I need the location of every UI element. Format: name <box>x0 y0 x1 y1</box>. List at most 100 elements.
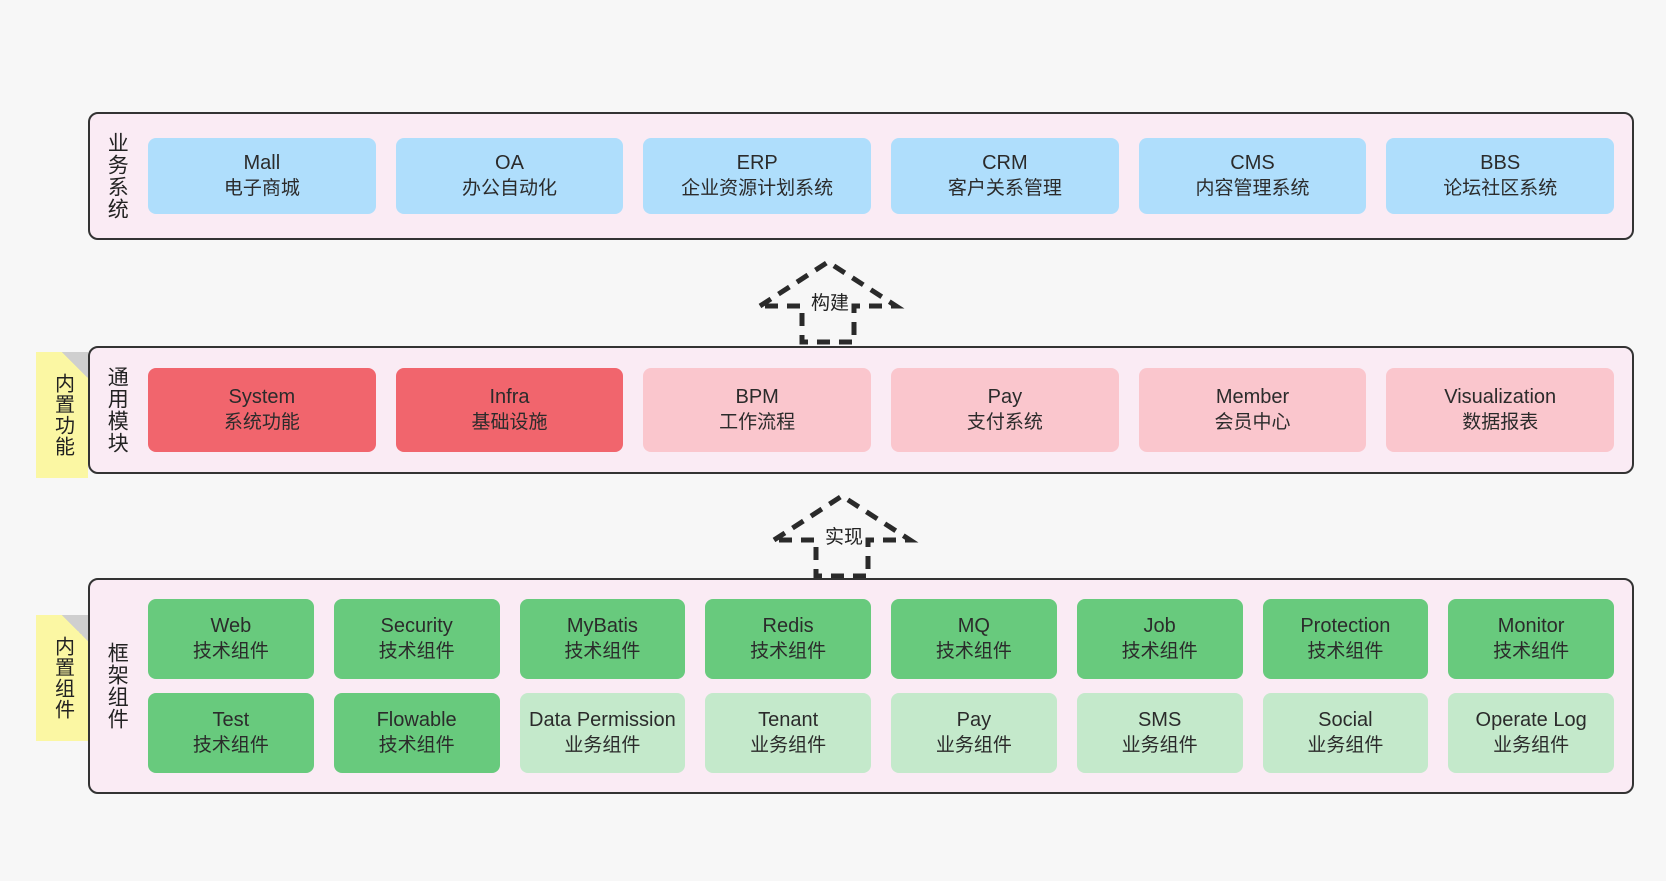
card-title-en: Web <box>210 615 252 638</box>
card-mall[interactable]: Mall 电子商城 <box>148 138 376 214</box>
card-title-en: Test <box>212 709 250 732</box>
card-monitor[interactable]: Monitor 技术组件 <box>1448 599 1614 679</box>
card-title-cn: 论坛社区系统 <box>1443 177 1558 199</box>
card-title-cn: 工作流程 <box>719 411 796 433</box>
card-title-en: ERP <box>736 152 778 175</box>
card-title-cn: 业务组件 <box>1307 734 1384 756</box>
card-redis[interactable]: Redis 技术组件 <box>705 599 871 679</box>
card-title-en: Social <box>1318 709 1373 732</box>
card-title-cn: 支付系统 <box>966 411 1043 433</box>
card-mq[interactable]: MQ 技术组件 <box>891 599 1057 679</box>
card-title-en: Member <box>1215 386 1290 409</box>
card-title-en: Security <box>380 615 453 638</box>
card-pay-component[interactable]: Pay 业务组件 <box>891 693 1057 773</box>
card-mybatis[interactable]: MyBatis 技术组件 <box>519 599 686 679</box>
card-title-cn: 业务组件 <box>750 734 827 756</box>
layer-business-system: 业务系统 Mall 电子商城 OA 办公自动化 ERP 企业资源计划系统 CRM… <box>88 112 1634 240</box>
card-title-cn: 会员中心 <box>1214 411 1291 433</box>
card-title-en: Pay <box>987 386 1023 409</box>
card-bbs[interactable]: BBS 论坛社区系统 <box>1386 138 1615 214</box>
card-row: System 系统功能 Infra 基础设施 BPM 工作流程 Pay 支付系统… <box>148 368 1615 452</box>
card-title-cn: 技术组件 <box>935 640 1012 662</box>
card-tenant[interactable]: Tenant 业务组件 <box>705 693 871 773</box>
note-builtin-component-label: 内置组件 <box>51 636 74 720</box>
card-title-en: Monitor <box>1497 615 1565 638</box>
card-pay[interactable]: Pay 支付系统 <box>891 368 1119 452</box>
card-title-en: Redis <box>762 615 814 638</box>
card-title-cn: 办公自动化 <box>462 177 558 199</box>
card-infra[interactable]: Infra 基础设施 <box>395 368 624 452</box>
card-title-en: MyBatis <box>566 615 638 638</box>
card-title-en: Mall <box>243 152 281 175</box>
card-social[interactable]: Social 业务组件 <box>1262 693 1429 773</box>
layer-title-common-module: 通用模块 <box>105 366 129 454</box>
card-title-cn: 电子商城 <box>223 177 300 199</box>
card-cms[interactable]: CMS 内容管理系统 <box>1138 138 1367 214</box>
card-sms[interactable]: SMS 业务组件 <box>1076 693 1243 773</box>
card-title-en: System <box>228 386 296 409</box>
card-title-en: CRM <box>982 152 1028 175</box>
card-title-en: OA <box>495 152 524 175</box>
card-title-cn: 技术组件 <box>1121 640 1198 662</box>
card-title-cn: 技术组件 <box>750 640 827 662</box>
card-title-cn: 基础设施 <box>471 411 548 433</box>
layer-body-business-system: Mall 电子商城 OA 办公自动化 ERP 企业资源计划系统 CRM 客户关系… <box>142 114 1632 238</box>
card-title-en: Visualization <box>1444 386 1557 409</box>
card-security[interactable]: Security 技术组件 <box>333 599 500 679</box>
card-system[interactable]: System 系统功能 <box>148 368 376 452</box>
layer-title-framework-component: 框架组件 <box>105 642 129 730</box>
note-builtin-function: 内置功能 <box>36 352 88 478</box>
card-title-cn: 企业资源计划系统 <box>681 177 834 199</box>
card-title-cn: 技术组件 <box>378 640 455 662</box>
card-title-en: MQ <box>957 615 990 638</box>
card-title-cn: 数据报表 <box>1462 411 1539 433</box>
card-row: Test 技术组件 Flowable 技术组件 Data Permission … <box>148 693 1614 773</box>
layer-body-framework-component: Web 技术组件 Security 技术组件 MyBatis 技术组件 Redi… <box>142 580 1632 792</box>
card-oa[interactable]: OA 办公自动化 <box>395 138 624 214</box>
layer-body-common-module: System 系统功能 Infra 基础设施 BPM 工作流程 Pay 支付系统… <box>142 348 1632 472</box>
arrow-build: 构建 <box>751 258 905 345</box>
card-data-permission[interactable]: Data Permission 业务组件 <box>519 693 686 773</box>
card-title-en: Tenant <box>758 709 819 732</box>
card-title-en: BBS <box>1480 152 1521 175</box>
card-bpm[interactable]: BPM 工作流程 <box>643 368 872 452</box>
card-title-cn: 系统功能 <box>223 411 300 433</box>
layer-framework-component: 框架组件 Web 技术组件 Security 技术组件 MyBatis 技术组件… <box>88 578 1634 794</box>
card-title-en: Job <box>1143 615 1176 638</box>
card-job[interactable]: Job 技术组件 <box>1076 599 1243 679</box>
card-title-cn: 技术组件 <box>1307 640 1384 662</box>
arrow-build-glyph <box>751 259 905 345</box>
layer-title-business-system: 业务系统 <box>105 132 129 220</box>
card-crm[interactable]: CRM 客户关系管理 <box>891 138 1119 214</box>
card-row: Web 技术组件 Security 技术组件 MyBatis 技术组件 Redi… <box>148 599 1614 679</box>
card-title-cn: 业务组件 <box>1493 734 1570 756</box>
card-protection[interactable]: Protection 技术组件 <box>1262 599 1429 679</box>
card-title-en: BPM <box>735 386 779 409</box>
card-title-cn: 业务组件 <box>935 734 1012 756</box>
card-title-cn: 技术组件 <box>192 640 269 662</box>
card-title-en: SMS <box>1137 709 1182 732</box>
card-title-cn: 技术组件 <box>1493 640 1570 662</box>
card-title-cn: 技术组件 <box>192 734 269 756</box>
card-web[interactable]: Web 技术组件 <box>148 599 314 679</box>
card-title-cn: 业务组件 <box>564 734 641 756</box>
card-erp[interactable]: ERP 企业资源计划系统 <box>643 138 872 214</box>
card-title-en: Infra <box>489 386 530 409</box>
note-builtin-component: 内置组件 <box>36 615 88 741</box>
note-builtin-function-label: 内置功能 <box>51 373 74 457</box>
card-title-cn: 技术组件 <box>378 734 455 756</box>
card-title-en: CMS <box>1230 152 1275 175</box>
card-title-en: Protection <box>1300 615 1391 638</box>
card-visualization[interactable]: Visualization 数据报表 <box>1386 368 1615 452</box>
card-title-en: Data Permission <box>529 709 676 732</box>
card-operate-log[interactable]: Operate Log 业务组件 <box>1448 693 1614 773</box>
card-title-en: Flowable <box>376 709 457 732</box>
arrow-implement: 实现 <box>765 492 919 579</box>
card-member[interactable]: Member 会员中心 <box>1138 368 1367 452</box>
card-title-cn: 技术组件 <box>564 640 641 662</box>
card-title-en: Pay <box>956 709 992 732</box>
card-flowable[interactable]: Flowable 技术组件 <box>333 693 500 773</box>
card-test[interactable]: Test 技术组件 <box>148 693 314 773</box>
layer-common-module: 通用模块 System 系统功能 Infra 基础设施 BPM 工作流程 Pay… <box>88 346 1634 474</box>
